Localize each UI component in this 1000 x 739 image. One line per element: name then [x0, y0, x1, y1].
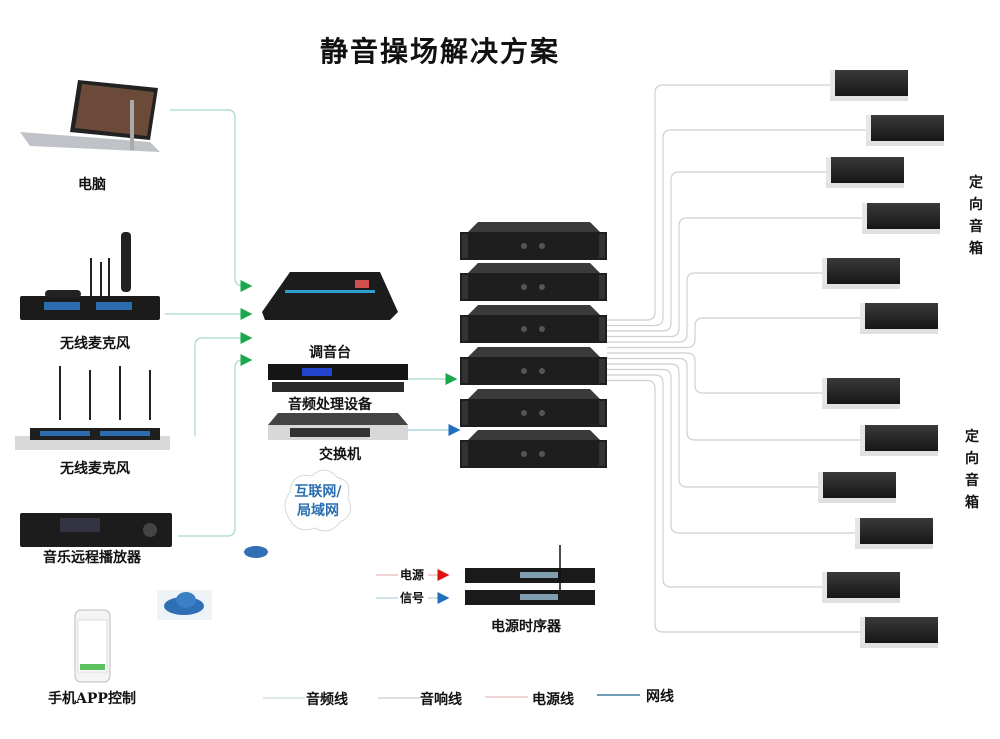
directional-speaker — [860, 617, 938, 648]
wireless-mic-label-2: 无线麦克风 — [60, 461, 130, 477]
directional-speaker — [860, 303, 938, 334]
music-player-label: 音乐远程播放器 — [43, 550, 141, 566]
speaker-cable — [607, 379, 860, 633]
speaker-cable — [607, 171, 826, 332]
speaker-cable — [607, 129, 866, 327]
computer-label: 电脑 — [78, 177, 106, 193]
amplifier-stack — [460, 222, 607, 468]
signal-legend-label: 信号 — [400, 591, 425, 605]
amplifier — [460, 222, 607, 260]
speaker-group-label-1: 定向音箱 — [969, 175, 983, 257]
directional-speaker — [866, 115, 944, 146]
speaker-array — [818, 70, 944, 648]
network-label: 互联网/局域网 — [294, 484, 342, 519]
power-sequencer-label: 电源时序器 — [491, 619, 561, 635]
page-title: 静音操场解决方案 — [319, 35, 561, 68]
mixer-label: 调音台 — [309, 345, 351, 361]
amplifier — [460, 430, 607, 468]
directional-speaker — [822, 572, 900, 603]
amplifier — [460, 305, 607, 343]
speaker-cable — [607, 368, 855, 534]
directional-speaker — [822, 258, 900, 289]
directional-speaker — [860, 425, 938, 456]
laptop-image — [20, 80, 160, 152]
phone-image — [74, 609, 111, 683]
audio-processor-image — [268, 364, 408, 392]
directional-speaker — [862, 203, 940, 234]
speaker-cable — [607, 84, 830, 321]
speaker-cable — [607, 363, 818, 488]
speaker-group-label-2: 定向音箱 — [965, 429, 979, 511]
phone-app-label: 手机APP控制 — [48, 691, 136, 707]
audio-input-lines — [165, 109, 458, 537]
amplifier — [460, 263, 607, 301]
speaker-cable — [607, 357, 860, 441]
directional-speaker — [822, 378, 900, 409]
directional-speaker — [830, 70, 908, 101]
speaker-cable — [607, 352, 822, 394]
switch-image — [268, 413, 408, 440]
conference-mic-image — [15, 366, 170, 450]
wireless-mic-label: 无线麦克风 — [60, 336, 130, 352]
speaker-lines — [607, 84, 866, 633]
speaker-cable — [607, 217, 862, 338]
amplifier — [460, 389, 607, 427]
directional-speaker — [855, 518, 933, 549]
switch-label: 交换机 — [319, 447, 361, 463]
legend-power-label: 电源线 — [532, 692, 574, 708]
speaker-cable — [607, 317, 860, 349]
music-player-image — [20, 513, 172, 547]
power-sequencer-image — [465, 545, 595, 605]
directional-speaker — [818, 472, 896, 503]
amplifier — [460, 347, 607, 385]
legend-speaker-label: 音响线 — [420, 692, 462, 708]
mixer-image — [262, 272, 398, 320]
directional-speaker — [826, 157, 904, 188]
cloud-icon-small — [244, 546, 268, 558]
speaker-cable — [607, 272, 822, 343]
audio-processor-label: 音频处理设备 — [288, 397, 372, 413]
wireless-mic-receiver-image — [20, 232, 160, 320]
power-legend-label: 电源 — [400, 568, 425, 582]
cloud-icon — [157, 590, 212, 620]
legend-network-label: 网线 — [646, 689, 674, 705]
network-cloud-shape — [284, 469, 352, 532]
legend-audio-label: 音频线 — [306, 692, 348, 708]
speaker-cable — [607, 374, 822, 588]
